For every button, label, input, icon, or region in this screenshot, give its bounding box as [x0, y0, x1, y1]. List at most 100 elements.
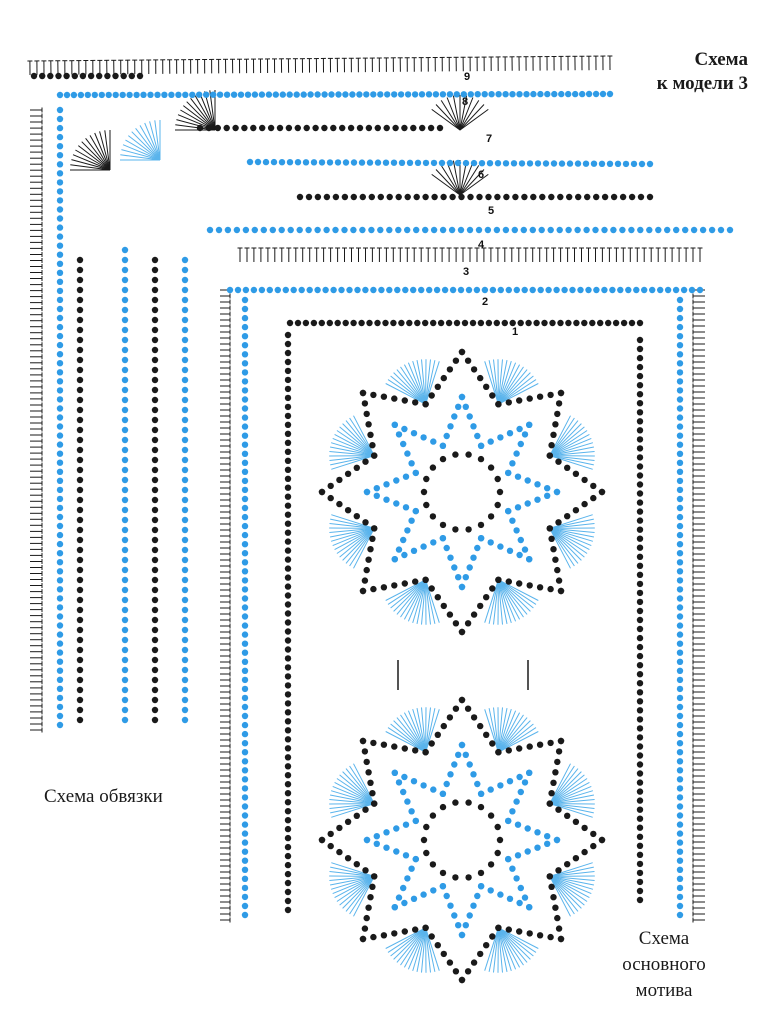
chain-dot	[182, 91, 189, 99]
stitch-line	[498, 579, 539, 601]
chain-dot	[286, 159, 294, 166]
stitch-line	[385, 731, 426, 753]
chain-dot	[76, 316, 84, 324]
chain-dot	[314, 193, 322, 201]
chain-dot	[140, 91, 147, 99]
chain-dot	[377, 91, 384, 98]
chain-dot	[509, 865, 516, 872]
chain-dot	[676, 649, 684, 656]
chain-dot	[241, 830, 249, 837]
stitch-line	[77, 145, 111, 171]
stitch-line	[549, 528, 585, 558]
chain-dot	[452, 968, 460, 975]
stitch-line	[549, 875, 590, 899]
chain-dot	[341, 193, 349, 201]
chain-dot	[151, 256, 159, 264]
chain-dot	[458, 628, 466, 636]
chain-dot	[241, 730, 249, 738]
chain-dot	[363, 566, 370, 574]
chain-dot	[412, 399, 419, 406]
chain-dot	[477, 455, 485, 463]
chain-dot	[327, 482, 334, 490]
stitch-line	[493, 579, 499, 625]
chain-dot	[354, 286, 361, 294]
chain-dot	[334, 319, 341, 327]
chain-dot	[56, 631, 64, 638]
chain-dot	[487, 438, 494, 445]
chain-dot	[676, 821, 684, 828]
stitch-line	[400, 579, 427, 618]
chain-dot	[636, 725, 644, 732]
chain-dot	[76, 526, 84, 534]
chain-dot	[259, 124, 266, 132]
stitch-line	[498, 717, 528, 753]
chain-dot	[590, 160, 598, 167]
chain-dot	[502, 226, 510, 234]
chain-dot	[599, 90, 607, 98]
chain-dot	[676, 730, 684, 738]
chain-dot	[310, 319, 318, 327]
chain-dot	[121, 276, 129, 284]
stitch-line	[332, 875, 375, 895]
chain-dot	[181, 466, 189, 474]
chain-dot	[241, 369, 249, 376]
stitch-line	[549, 765, 575, 804]
chain-dot	[676, 758, 684, 765]
stitch-line	[497, 364, 521, 405]
chain-dot	[56, 179, 64, 186]
chain-dot	[636, 752, 644, 759]
chain-dot	[438, 159, 446, 167]
stitch-line	[425, 360, 436, 405]
chain-dot	[241, 857, 249, 864]
chain-dot	[429, 861, 437, 868]
chain-dot	[422, 576, 429, 583]
chain-dot	[636, 336, 644, 344]
chain-dot	[547, 585, 554, 593]
diagram-title-line2: к модели 3	[656, 73, 748, 94]
chain-dot	[506, 547, 514, 554]
stitch-line	[549, 774, 585, 804]
chain-dot	[181, 706, 189, 714]
chain-dot	[553, 286, 560, 294]
chain-dot	[452, 799, 459, 806]
chain-dot	[458, 393, 466, 401]
stitch-line	[387, 727, 426, 753]
chain-dot	[630, 160, 638, 168]
stitch-line	[440, 165, 461, 196]
stitch-line	[484, 579, 499, 623]
chain-dot	[583, 226, 590, 234]
chain-dot	[404, 527, 411, 534]
chain-dot	[548, 442, 555, 449]
chain-dot	[56, 133, 64, 141]
chain-dot	[404, 91, 412, 98]
chain-dot	[620, 319, 628, 327]
chain-dot	[391, 930, 398, 937]
chain-dot	[374, 159, 382, 166]
chain-dot	[361, 400, 369, 407]
stitch-line	[390, 375, 426, 405]
chain-dot	[581, 848, 588, 856]
chain-dot	[284, 691, 292, 698]
stitch-line	[549, 527, 592, 547]
chain-dot	[676, 712, 684, 720]
chain-dot	[636, 878, 644, 886]
chain-dot	[258, 286, 266, 294]
chain-dot	[250, 124, 257, 132]
chain-dot	[423, 823, 430, 831]
chain-dot	[554, 566, 561, 574]
chain-dot	[196, 91, 203, 98]
chain-dot	[151, 716, 159, 724]
chain-dot	[305, 226, 312, 234]
chain-dot	[294, 319, 302, 327]
stitch-line	[549, 518, 594, 529]
chain-dot	[505, 817, 512, 825]
chain-dot	[680, 286, 688, 294]
chain-dot	[314, 226, 321, 234]
chain-dot	[241, 866, 249, 873]
chain-dot	[370, 739, 377, 747]
chain-dot	[649, 286, 656, 294]
chain-dot	[181, 656, 189, 664]
chain-dot	[517, 319, 524, 327]
chain-dot	[464, 620, 472, 627]
chain-dot	[56, 550, 64, 557]
